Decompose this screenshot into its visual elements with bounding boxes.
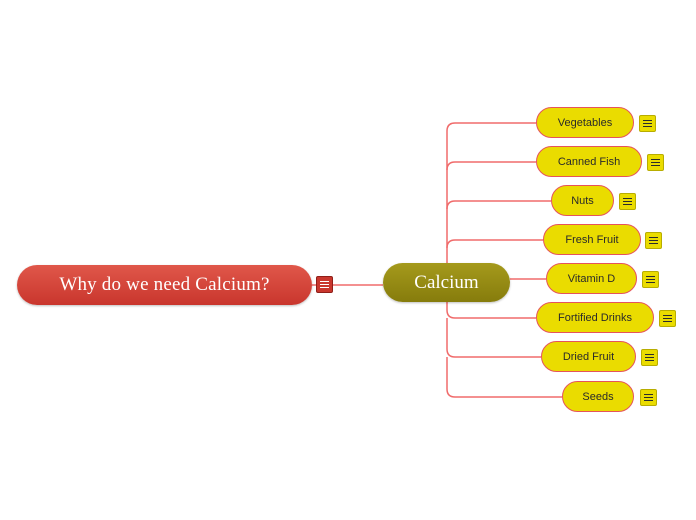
subtopic-label: Nuts xyxy=(571,194,594,207)
root-topic-label: Why do we need Calcium? xyxy=(59,274,270,295)
notes-icon[interactable] xyxy=(640,389,657,406)
notes-icon[interactable] xyxy=(641,349,658,366)
notes-icon[interactable] xyxy=(659,310,676,327)
subtopic-label: Dried Fruit xyxy=(562,350,615,363)
subtopic-label: Fortified Drinks xyxy=(558,311,632,324)
connector-seeds xyxy=(446,357,562,398)
connector-fresh-fruit xyxy=(446,239,543,249)
subtopic-label: Vegetables xyxy=(557,116,613,129)
subtopic-fresh-fruit[interactable]: Fresh Fruit xyxy=(543,224,641,255)
notes-icon[interactable] xyxy=(639,115,656,132)
notes-icon[interactable] xyxy=(645,232,662,249)
subtopic-dried-fruit[interactable]: Dried Fruit xyxy=(541,341,636,372)
notes-icon[interactable] xyxy=(316,276,333,293)
subtopic-nuts[interactable]: Nuts xyxy=(551,185,614,216)
connector-fortified-drinks xyxy=(446,282,536,319)
subtopic-seeds[interactable]: Seeds xyxy=(562,381,634,412)
subtopic-label: Seeds xyxy=(582,390,614,403)
notes-icon[interactable] xyxy=(647,154,664,171)
connector-nuts xyxy=(446,200,551,210)
root-topic-node[interactable]: Why do we need Calcium? xyxy=(17,265,312,305)
connector-vegetables xyxy=(446,122,536,282)
notes-icon[interactable] xyxy=(642,271,659,288)
subtopic-label: Vitamin D xyxy=(567,272,616,285)
notes-icon[interactable] xyxy=(619,193,636,210)
subtopic-label: Fresh Fruit xyxy=(565,233,619,246)
central-topic-node[interactable]: Calcium xyxy=(383,263,510,302)
central-topic-label: Calcium xyxy=(414,271,479,293)
connector-canned-fish xyxy=(446,161,536,171)
subtopic-label: Canned Fish xyxy=(557,155,621,168)
subtopic-fortified-drinks[interactable]: Fortified Drinks xyxy=(536,302,654,333)
subtopic-vitamin-d[interactable]: Vitamin D xyxy=(546,263,637,294)
subtopic-vegetables[interactable]: Vegetables xyxy=(536,107,634,138)
subtopic-canned-fish[interactable]: Canned Fish xyxy=(536,146,642,177)
connector-dried-fruit xyxy=(446,318,541,358)
